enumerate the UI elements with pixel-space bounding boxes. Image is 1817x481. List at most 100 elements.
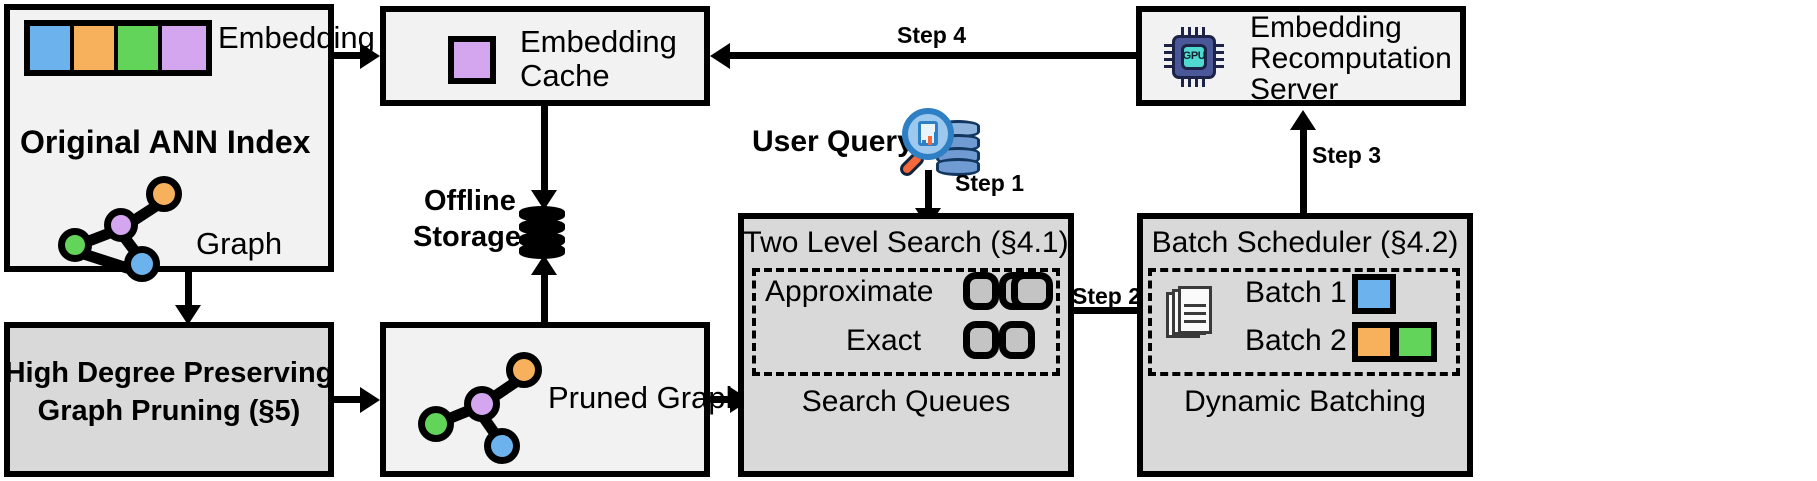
arrow-index-to-cache-line [334,52,364,59]
gpu-pin-b1 [1181,77,1184,87]
user-query-label: User Query [752,125,914,158]
graph-node-purple [464,386,500,422]
search-queues-panel [752,268,1060,376]
graph-node-orange [506,352,542,388]
gpu-pin-b4 [1202,77,1205,87]
arrow-index-to-cache-head [360,43,380,69]
doc-text-line-1 [1184,304,1206,307]
recompute-server-title-line2: Recomputation [1250,42,1452,75]
embedding-label: Embedding [218,20,375,55]
embedding-cell-green [118,26,162,70]
graph-node-blue [484,428,520,464]
query-doc-bar-2 [928,136,932,145]
embedding-cell-blue [30,26,74,70]
embedding-cell-orange [74,26,118,70]
database-cylinder-icon [519,206,565,260]
arrow-search-to-batch-line [1074,307,1146,314]
gpu-pin-r4 [1214,65,1224,68]
dynamic-batching-panel [1148,268,1460,376]
batch-2-item-green [1393,322,1437,362]
embedding-swatch-strip [24,20,212,76]
batch-2-item-orange [1352,322,1396,362]
doc-text-line-3 [1184,320,1206,323]
arrow-pruned-to-search-line [710,396,736,403]
batch-1-item-blue [1352,274,1396,314]
query-db-disk-4 [936,158,980,176]
step-3-label: Step 3 [1312,142,1382,168]
query-doc-bar-3 [934,132,937,145]
recompute-server-title-line3: Server [1250,73,1339,106]
magnifier-database-icon [897,104,986,180]
gpu-pin-l3 [1164,58,1174,61]
exact-row-label: Exact [846,324,922,357]
gpu-icon-text: GPU [1182,50,1206,62]
approximate-queue-slot-1[interactable] [963,272,999,310]
graph-pruning-title-line1: High Degree Preserving [4,357,334,389]
two-level-search-title: Two Level Search (§4.1) [743,226,1069,259]
pruned-graph-box [380,322,710,477]
documents-stack-icon [1166,286,1220,352]
graph-label: Graph [196,226,283,261]
arrow-server-to-cache-head [710,43,730,69]
graph-node-blue [124,246,160,282]
graph-node-green [58,228,92,262]
gpu-core [1181,44,1207,70]
arrow-pruning-to-pruned-head [360,387,380,413]
step-1-label: Step 1 [955,170,1025,196]
graph-node-orange [146,176,182,212]
recompute-server-title-line1: Embedding [1250,11,1402,44]
original-graph-illustration [44,170,182,282]
gpu-pin-t4 [1202,27,1205,37]
doc-text-line-2 [1184,312,1206,315]
arrow-pruned-to-storage-head [531,255,557,275]
exact-queue-slot-2[interactable] [999,321,1035,359]
gpu-pin-r1 [1214,44,1224,47]
db-disk-1 [519,206,565,222]
offline-storage-label-line1: Offline [424,185,516,217]
arrow-server-to-cache-line [728,52,1138,59]
gpu-pin-l2 [1164,51,1174,54]
graph-node-purple [104,208,138,242]
embedding-cache-title-line1: Embedding [520,24,677,59]
arrow-pruned-to-storage-line [541,272,548,322]
gpu-pin-r2 [1214,51,1224,54]
original-ann-index-title: Original ANN Index [20,124,311,160]
gpu-pin-l4 [1164,65,1174,68]
arrow-cache-to-storage-line [541,106,548,194]
embedding-cache-title-line2: Cache [520,58,610,93]
dynamic-batching-footer: Dynamic Batching [1184,385,1426,418]
arrow-index-to-pruning-head [175,305,201,325]
embedding-cell-purple [162,26,206,70]
arrow-index-to-pruning-line [185,272,192,308]
arrow-cache-to-storage-head [531,190,557,210]
gpu-pin-t2 [1188,27,1191,37]
approximate-queue-slot-3[interactable] [1011,272,1053,310]
batch-2-label: Batch 2 [1245,324,1347,357]
batch-scheduler-title: Batch Scheduler (§4.2) [1151,226,1459,259]
gpu-pin-t1 [1181,27,1184,37]
gpu-pin-b2 [1188,77,1191,87]
gpu-pin-t3 [1195,27,1198,37]
query-doc-bar-1 [922,140,926,145]
search-queues-footer: Search Queues [801,385,1011,418]
gpu-pin-r3 [1214,58,1224,61]
gpu-chip-icon: GPU [1163,26,1225,88]
batch-1-label: Batch 1 [1245,276,1347,309]
graph-node-green [418,406,454,442]
graph-pruning-box [4,322,334,477]
gpu-pin-l1 [1164,44,1174,47]
embedding-cache-box [380,6,710,106]
graph-pruning-title-line2: Graph Pruning (§5) [37,395,301,427]
doc-front [1178,286,1212,334]
embedding-cache-swatch-icon [448,36,496,84]
step-2-label: Step 2 [1072,283,1142,309]
approximate-row-label: Approximate [765,275,934,308]
gpu-pin-b3 [1195,77,1198,87]
offline-storage-label-line2: Storage [413,221,521,253]
exact-queue-slot-1[interactable] [963,321,999,359]
arrow-query-to-search-line [925,170,932,214]
arrow-batch-to-server-head [1290,110,1316,130]
db-disk-2 [519,219,565,235]
arrow-pruning-to-pruned-line [334,396,364,403]
